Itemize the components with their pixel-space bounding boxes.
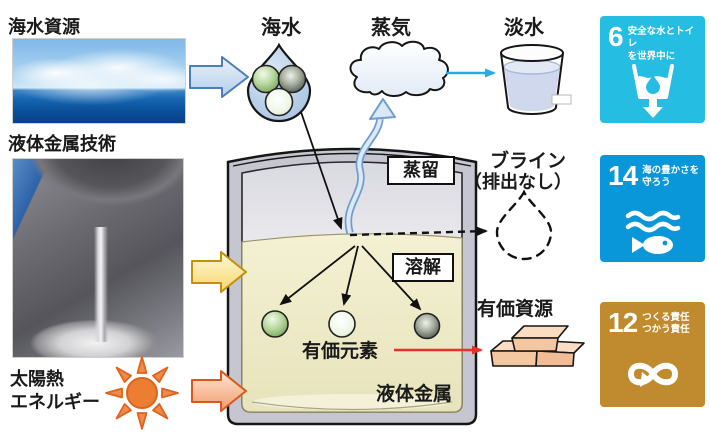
element-sphere-pale bbox=[264, 87, 294, 117]
liquid-metal-label: 液体金属 bbox=[376, 384, 453, 405]
sdg-goal-6-tile: 6 安全な水とトイレ を世界中に bbox=[600, 16, 705, 123]
element-sphere-pale bbox=[328, 310, 356, 338]
sdg-goal-12-tile: 12 つくる責任 つかう責任 bbox=[600, 302, 705, 407]
liquid-metal-photo bbox=[12, 158, 184, 358]
fish-waves-icon bbox=[600, 209, 705, 255]
gold-ingots-icon bbox=[490, 325, 585, 367]
liquid-metal-input-arrow bbox=[191, 251, 247, 293]
fresh-water-glass-icon bbox=[500, 44, 572, 115]
water-glass-drop-icon bbox=[600, 64, 705, 120]
sdg-goal-6-number: 6 bbox=[608, 21, 624, 52]
seawater-label: 海水 bbox=[261, 17, 301, 39]
element-sphere-dark bbox=[277, 64, 307, 94]
sdg-goal-14-title-line2: 守ろう bbox=[642, 177, 671, 189]
sdg-goal-12-number: 12 bbox=[608, 307, 638, 338]
distillation-box: 蒸留 bbox=[387, 156, 455, 185]
sun-icon bbox=[105, 356, 179, 430]
sdg-goal-12-title-line2: つかう責任 bbox=[642, 324, 690, 336]
solar-thermal-line1: 太陽熱 bbox=[10, 369, 64, 389]
sdg-goal-12-title-line1: つくる責任 bbox=[642, 312, 690, 323]
steam-label: 蒸気 bbox=[371, 17, 411, 39]
seawater-drop-icon bbox=[246, 42, 312, 123]
surface-dashed-arrow bbox=[349, 226, 488, 237]
brine-drop-outline-icon bbox=[495, 189, 553, 261]
dissolved-element-spheres bbox=[261, 310, 441, 340]
sdg-goal-6-title: 安全な水とトイレ を世界中に bbox=[628, 23, 700, 63]
element-sphere-green bbox=[261, 310, 289, 338]
freshwater-label: 淡水 bbox=[504, 17, 544, 39]
sdg-goal-6-title-line2: を世界中に bbox=[627, 50, 676, 62]
small-box bbox=[551, 94, 572, 105]
steam-cloud-icon bbox=[349, 40, 449, 97]
sdg-goal-6-title-line1: 安全な水とトイレ bbox=[627, 26, 695, 50]
solar-input-arrow bbox=[191, 370, 247, 412]
valuable-elements-label: 有価元素 bbox=[302, 341, 379, 362]
sdg-goal-12-header: 12 つくる責任 つかう責任 bbox=[600, 302, 705, 337]
sdg-goal-14-title-line1: 海の豊かさを bbox=[642, 165, 700, 176]
sdg-goal-12-title: つくる責任 つかう責任 bbox=[642, 309, 690, 337]
sdg-goal-14-title: 海の豊かさを 守ろう bbox=[642, 162, 699, 190]
brine-note-label: （排出なし） bbox=[464, 172, 572, 192]
solar-thermal-line2: エネルギー bbox=[10, 392, 100, 413]
sdg-goal-6-header: 6 安全な水とトイレ を世界中に bbox=[600, 16, 705, 63]
dissolution-box: 溶解 bbox=[392, 253, 454, 282]
steam-up-arrow bbox=[344, 98, 396, 235]
ocean-photo bbox=[12, 38, 186, 124]
seawater-input-arrow bbox=[189, 56, 249, 98]
seawater-resources-heading: 海水資源 bbox=[8, 17, 80, 37]
solar-thermal-heading: 太陽熱 エネルギー bbox=[10, 368, 100, 414]
brine-label: ブライン bbox=[490, 151, 567, 172]
valuable-resources-label: 有価資源 bbox=[477, 299, 554, 320]
infinity-arrow-icon bbox=[600, 355, 705, 393]
element-sphere-dark bbox=[413, 312, 441, 340]
sdg-goal-14-number: 14 bbox=[608, 160, 638, 191]
sdg-goal-14-tile: 14 海の豊かさを 守ろう bbox=[600, 155, 705, 262]
liquid-metal-heading: 液体金属技術 bbox=[8, 134, 116, 154]
sdg-goal-14-header: 14 海の豊かさを 守ろう bbox=[600, 155, 705, 190]
dissolution-arrows bbox=[279, 245, 422, 311]
drop-to-vessel-arrow bbox=[300, 111, 343, 230]
